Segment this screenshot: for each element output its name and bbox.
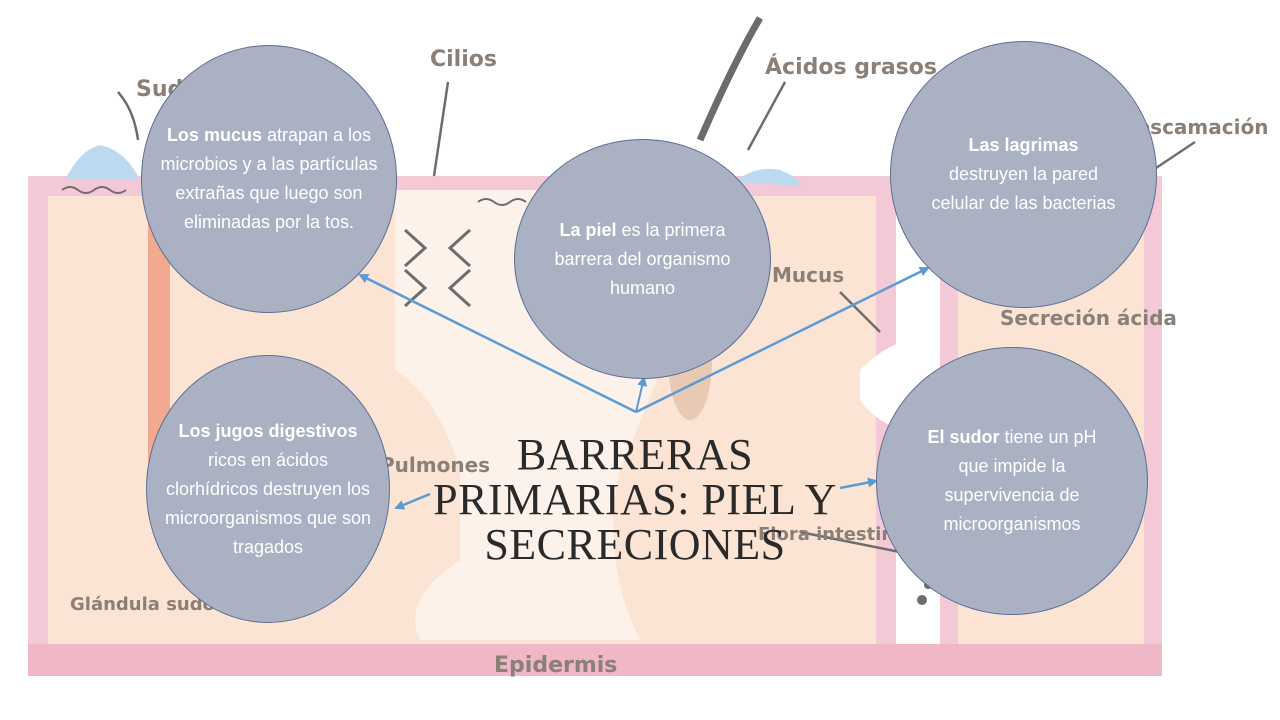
label-mucus: Mucus [772, 263, 844, 287]
label-pulmones: Pulmones [380, 453, 490, 477]
sudor-text: tiene un pH que impide la supervivencia … [943, 427, 1097, 534]
jugos-bold: Los jugos digestivos [178, 420, 358, 441]
surface-wave-mid [477, 198, 527, 206]
mucus-text: atrapan a los microbios y a las partícul… [160, 125, 378, 232]
sudor-pointer [117, 91, 140, 141]
sweat-droplet-right [735, 168, 802, 186]
jugos-circle: Los jugos digestivos ricos en ácidos clo… [146, 355, 390, 623]
jugos-text: ricos en ácidos clorhídricos destruyen l… [164, 449, 372, 557]
cilios-pointer [432, 81, 450, 177]
bacteria-dot-1 [917, 595, 927, 605]
label-cilios: Cilios [430, 47, 497, 72]
piel-circle: La piel es la primera barrera del organi… [514, 139, 771, 379]
label-flora-intestinal: Flora intestinal [758, 524, 913, 545]
mucus-bold: Los mucus [166, 125, 262, 145]
label-epidermis: Epidermis [494, 653, 617, 678]
sweat-droplet-left [65, 145, 140, 180]
surface-wave-left [61, 186, 127, 194]
sudor-bold: El sudor [927, 427, 1000, 447]
piel-bold: La piel [559, 219, 617, 240]
sudor-circle: El sudor tiene un pH que impide la super… [876, 347, 1148, 615]
flora-pointer [799, 530, 901, 554]
descamacion-pointer [1149, 140, 1196, 174]
lagrimas-bold: Las lagrimas [968, 135, 1079, 155]
label-acidos-grasos: Ácidos grasos [765, 54, 937, 80]
lagrimas-circle: Las lagrimas destruyen la pared celular … [890, 41, 1157, 308]
mucus-circle: Los mucus atrapan a los microbios y a la… [141, 45, 397, 313]
acidos-pointer [746, 81, 787, 151]
slide-title: BARRERAS PRIMARIAS: PIEL Y SECRECIONES [433, 430, 837, 569]
label-secrecion-acida: Secreción ácida [1000, 306, 1177, 330]
epidermis-band [28, 644, 1162, 676]
hair-shaft [696, 16, 764, 142]
piel-text: es la primera barrera del organismo huma… [554, 219, 731, 298]
lagrimas-text: destruyen la pared celular de las bacter… [931, 164, 1116, 213]
